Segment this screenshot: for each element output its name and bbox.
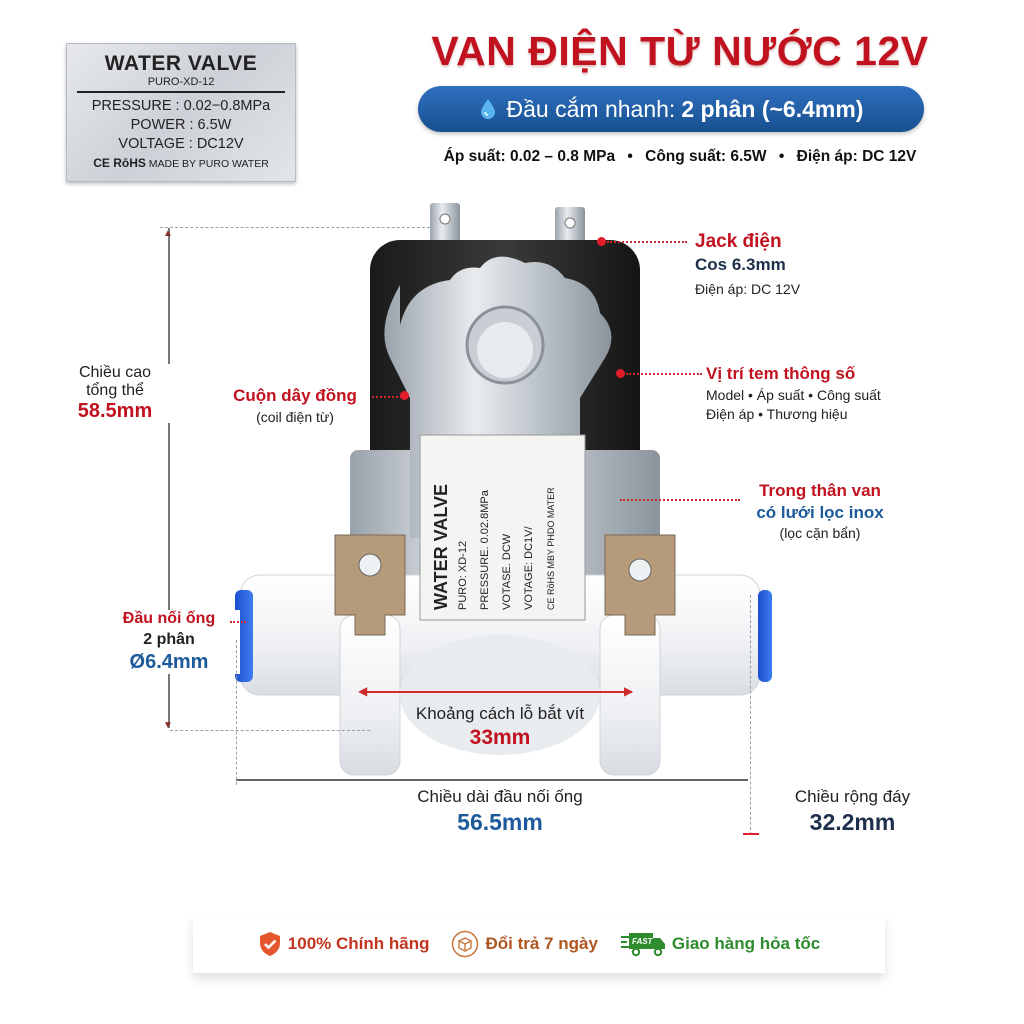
length-annotation: Chiều dài đầu nối ống 56.5mm xyxy=(380,787,620,836)
nameplate-voltage: VOLTAGE : DC12V xyxy=(118,136,244,152)
nameplate-pressure: PRESSURE : 0.02−0.8MPa xyxy=(91,98,271,114)
nameplate-footer: CE RōHS MADE BY PURO WATER xyxy=(67,156,295,170)
height-dimension-line xyxy=(168,228,170,728)
screw-gap-line xyxy=(362,691,632,693)
height-line2: tổng thể xyxy=(86,382,144,399)
label-marker xyxy=(616,369,625,378)
length-value: 56.5mm xyxy=(457,809,543,835)
nameplate-model: PURO-XD-12 xyxy=(147,76,215,88)
screw-gap-value: 33mm xyxy=(469,726,531,749)
label-position-line2: Điện áp • Thương hiệu xyxy=(706,406,848,422)
jack-sub: Cos 6.3mm xyxy=(695,255,786,274)
product-label-line2: VOTASE. DCW xyxy=(501,533,513,610)
svg-text:FAST: FAST xyxy=(632,937,654,946)
label-leader-line xyxy=(626,373,702,375)
arrow-right-icon: ▶ xyxy=(624,684,634,698)
length-left-guide xyxy=(236,640,237,785)
spec-nameplate: WATER VALVE PURO-XD-12 PRESSURE : 0.02−0… xyxy=(66,43,296,182)
filter-annotation: Trong thân van có lưới lọc inox (lọc cặn… xyxy=(745,481,895,541)
spec-summary: Áp suất: 0.02 – 0.8 MPa • Công suất: 6.5… xyxy=(400,148,960,166)
jack-annotation: Jack điện Cos 6.3mm Điện áp: DC 12V xyxy=(695,231,800,297)
coil-title: Cuộn dây đồng xyxy=(233,386,357,405)
nameplate-maker: MADE BY PURO WATER xyxy=(148,158,269,170)
nameplate-divider xyxy=(77,91,285,93)
badge-fast-delivery: FAST Giao hàng hỏa tốc xyxy=(620,930,820,958)
jack-leader-line xyxy=(607,241,687,243)
connector-pill: Đầu cắm nhanh: 2 phân (~6.4mm) xyxy=(418,86,924,132)
screw-gap-title: Khoảng cách lỗ bắt vít xyxy=(415,704,585,723)
spec-pressure: Áp suất: 0.02 – 0.8 MPa xyxy=(443,148,616,165)
pipe-title: Đầu nối ống xyxy=(122,610,216,627)
arrow-up-icon: ▲ xyxy=(163,228,173,239)
trust-badges-bar: 100% Chính hãng Đổi trả 7 ngày FAST Giao… xyxy=(193,915,885,973)
badge-authentic-label: 100% Chính hãng xyxy=(287,934,430,953)
height-annotation: Chiều cao tổng thể 58.5mm xyxy=(60,364,170,423)
coil-marker xyxy=(400,391,409,400)
pipe-sub: 2 phân xyxy=(143,631,195,648)
product-label-model: PURO: XD-12 xyxy=(457,540,469,610)
jack-marker xyxy=(597,237,606,246)
label-position-annotation: Vị trí tem thông số Model • Áp suất • Cô… xyxy=(706,364,881,422)
fast-truck-icon: FAST xyxy=(620,933,665,957)
label-position-title: Vị trí tem thông số xyxy=(706,364,856,383)
product-label-line4: CE RōHS MBY PHDO MATER xyxy=(546,487,556,610)
product-label-line3: VOTAGE: DC1V/ xyxy=(523,526,535,610)
pipe-leader-line xyxy=(230,621,246,623)
product-label-line1: PRESSURE. 0.02.8MPa xyxy=(479,490,491,610)
arrow-left-icon: ◀ xyxy=(358,684,368,698)
solenoid-valve-image xyxy=(235,203,772,776)
badge-authentic: 100% Chính hãng xyxy=(258,931,430,957)
height-top-guide xyxy=(160,227,430,228)
filter-leader-line xyxy=(620,499,740,501)
width-guide xyxy=(750,595,751,835)
screw-gap-annotation: Khoảng cách lỗ bắt vít 33mm xyxy=(350,704,650,750)
coil-leader-line xyxy=(372,396,402,398)
nameplate-title: WATER VALVE xyxy=(104,52,258,75)
badge-return-label: Đổi trả 7 ngày xyxy=(485,934,598,953)
filter-note: (lọc cặn bẩn) xyxy=(779,525,861,541)
box-return-icon xyxy=(452,930,479,958)
spec-voltage: Điện áp: DC 12V xyxy=(796,148,917,165)
spec-separator: • xyxy=(627,148,633,165)
length-title: Chiều dài đầu nối ống xyxy=(417,787,583,806)
coil-note: (coil điện từ) xyxy=(256,409,334,425)
spec-power: Công suất: 6.5W xyxy=(645,148,767,165)
pipe-annotation: Đầu nối ống 2 phân Ø6.4mm xyxy=(98,610,240,674)
badge-return: Đổi trả 7 ngày xyxy=(451,930,598,958)
cert-marks: CE RōHS xyxy=(93,156,146,170)
product-label: WATER VALVE PURO: XD-12 PRESSURE. 0.02.8… xyxy=(430,430,590,610)
width-end-tick xyxy=(743,833,759,835)
spec-separator: • xyxy=(778,148,785,165)
nameplate-power: POWER : 6.5W xyxy=(130,117,232,133)
width-title: Chiều rộng đáy xyxy=(794,787,911,806)
arrow-down-icon: ▼ xyxy=(163,720,173,731)
product-label-title: WATER VALVE xyxy=(431,484,451,610)
badge-fast-delivery-label: Giao hàng hỏa tốc xyxy=(671,934,821,953)
pipe-value: Ø6.4mm xyxy=(129,651,209,673)
page-title: VAN ĐIỆN TỪ NƯỚC 12V xyxy=(431,28,929,74)
filter-sub: có lưới lọc inox xyxy=(756,503,884,522)
jack-note: Điện áp: DC 12V xyxy=(695,281,801,297)
width-annotation: Chiều rộng đáy 32.2mm xyxy=(775,787,930,836)
height-value: 58.5mm xyxy=(77,400,153,422)
width-value: 32.2mm xyxy=(809,809,896,835)
filter-title: Trong thân van xyxy=(759,481,881,500)
pill-value: 2 phân (~6.4mm) xyxy=(681,95,864,122)
pill-prefix: Đầu cắm nhanh: xyxy=(506,95,676,122)
height-line1: Chiều cao xyxy=(78,364,152,381)
length-dimension-line xyxy=(236,779,748,781)
water-drop-icon xyxy=(480,99,495,119)
jack-title: Jack điện xyxy=(695,231,782,252)
shield-check-icon xyxy=(259,932,280,956)
coil-annotation: Cuộn dây đồng (coil điện từ) xyxy=(215,386,375,425)
height-bottom-guide xyxy=(170,730,370,731)
label-position-line1: Model • Áp suất • Công suất xyxy=(706,387,881,403)
